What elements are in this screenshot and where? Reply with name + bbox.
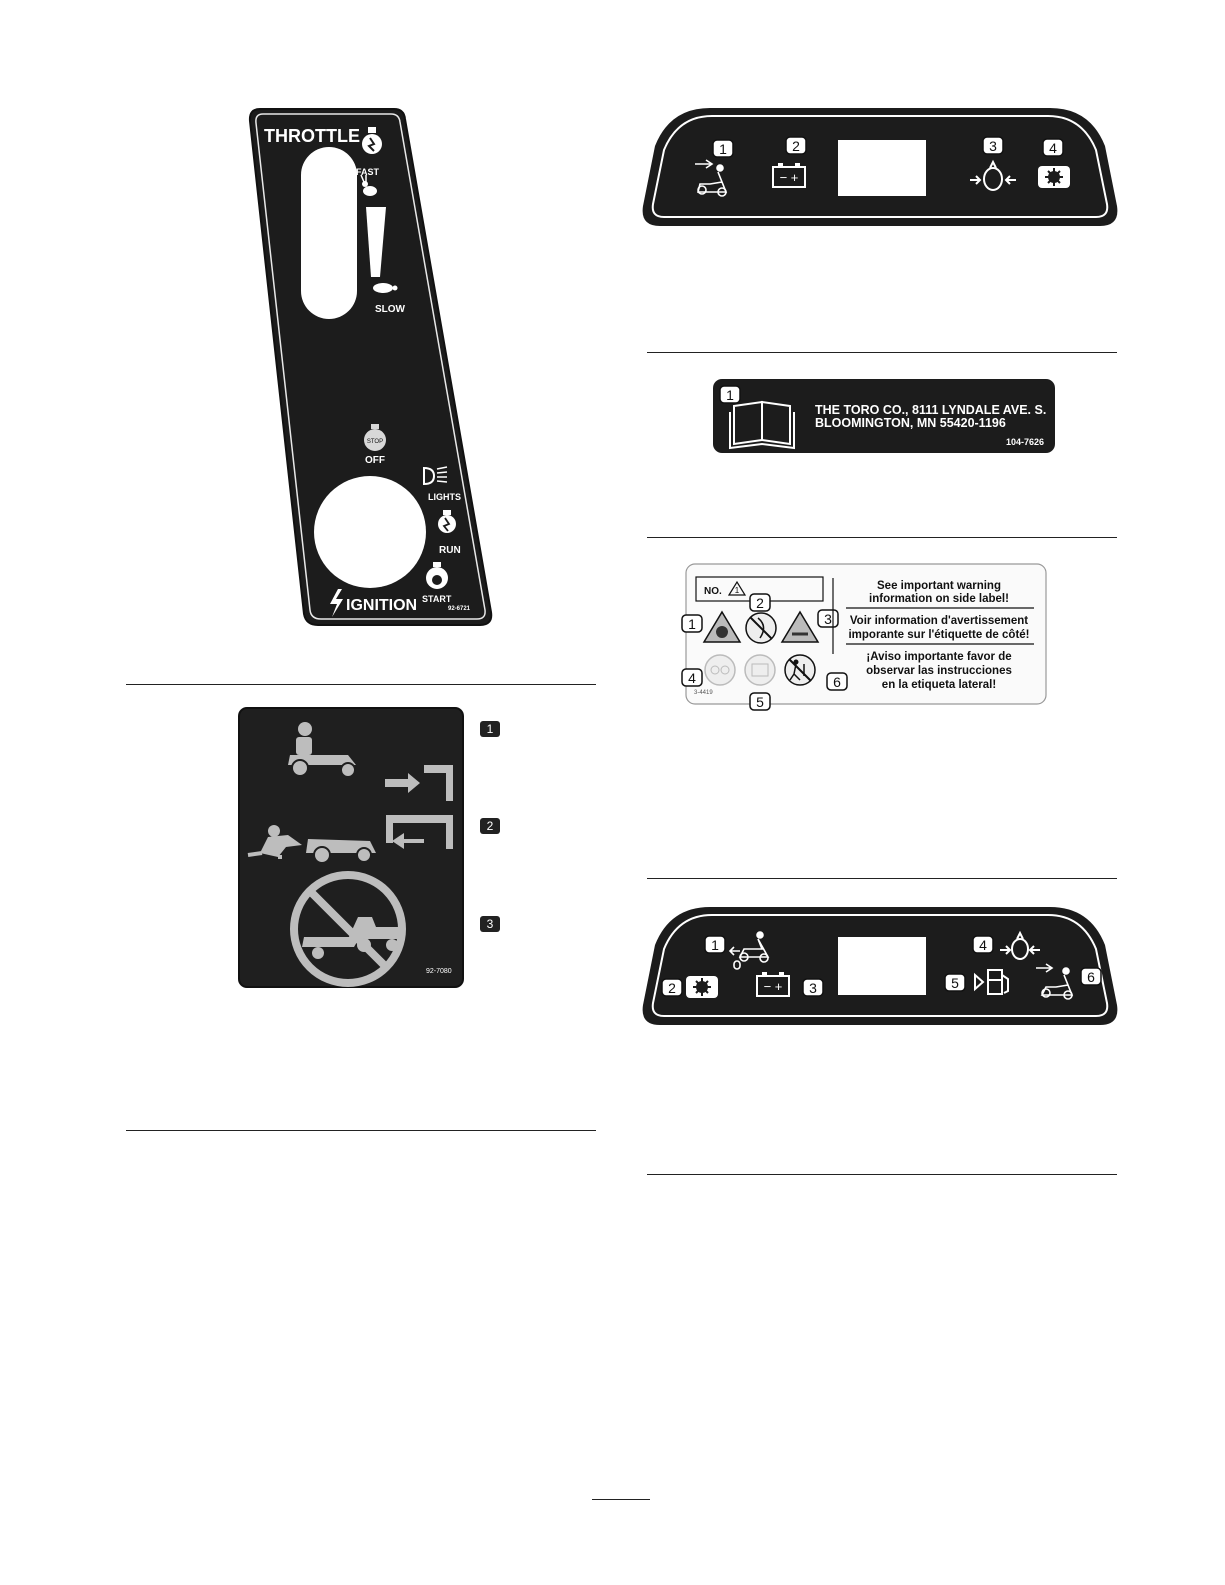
warning-en-1: See important warning <box>877 580 1001 592</box>
fast-label: FAST <box>356 167 380 177</box>
ignition-label: IGNITION <box>346 597 417 614</box>
svg-text:1: 1 <box>735 586 740 595</box>
svg-text:6: 6 <box>1087 969 1095 985</box>
warning-fr-2: imporante sur l'étiquette de côté! <box>848 629 1029 641</box>
battery-icon: − + <box>772 163 806 188</box>
stop-icon: STOP <box>364 424 386 451</box>
hour-meter-window <box>838 140 926 196</box>
rule-left-1 <box>126 684 596 685</box>
speed-wedge-icon <box>366 207 386 277</box>
svg-text:1: 1 <box>711 937 719 953</box>
callout-3: 3 <box>480 916 500 932</box>
pto-icon <box>686 976 718 998</box>
keep-children-away-icon <box>784 654 816 686</box>
warning-decal: NO. 1 2 1 3 4 5 6 3-4419 See impo <box>681 563 1047 711</box>
svg-text:5: 5 <box>951 975 959 991</box>
warning-en-2: information on side label! <box>869 593 1009 605</box>
explosion-warning-icon <box>702 610 742 643</box>
svg-text:1: 1 <box>688 616 696 632</box>
no-towing-icon <box>290 871 406 987</box>
instrument-panel-decal-b: 1 2 3 4 5 6 − + <box>642 907 1118 1025</box>
rule-right-3 <box>647 878 1117 879</box>
read-manual-icon <box>744 654 776 686</box>
headlight-icon <box>423 466 448 486</box>
svg-text:2: 2 <box>792 138 800 154</box>
warning-part-no: 3-4419 <box>694 690 713 696</box>
svg-text:3: 3 <box>824 611 832 627</box>
toro-part-no: 104-7626 <box>1006 437 1044 447</box>
throttle-ignition-decal: THROTTLE FAST SLOW STOP OFF LIGHTS RUN <box>248 108 493 626</box>
hour-meter-window <box>838 937 926 995</box>
callout-1: 1 <box>480 721 500 737</box>
toro-address-decal: 1 THE TORO CO., 8111 LYNDALE AVE. S. BLO… <box>713 379 1055 453</box>
transport-part-no: 92-7080 <box>426 968 452 975</box>
svg-text:4: 4 <box>1049 140 1057 156</box>
rule-right-2 <box>647 537 1117 538</box>
fuel-icon <box>974 969 1009 995</box>
warning-es-2: observar las instrucciones <box>866 665 1012 677</box>
svg-text:3: 3 <box>809 980 817 996</box>
warning-es-3: en la etiqueta lateral! <box>882 679 996 691</box>
ignition-keyhole <box>314 476 426 588</box>
svg-text:4: 4 <box>979 937 987 953</box>
svg-text:6: 6 <box>833 674 841 690</box>
battery-icon: − + <box>756 972 790 997</box>
page-number-line <box>592 1499 650 1500</box>
throttle-slot <box>301 147 357 319</box>
rabbit-icon <box>360 174 377 196</box>
engine-icon <box>362 127 382 154</box>
throttle-title: THROTTLE <box>264 126 360 146</box>
arrow-right-icon <box>385 773 420 793</box>
transport-decal: 92-7080 <box>238 707 464 988</box>
rule-left-2 <box>126 1130 596 1131</box>
start-engine-icon <box>426 562 448 589</box>
no-fire-icon <box>745 612 777 644</box>
svg-text:1: 1 <box>726 387 734 403</box>
off-label: OFF <box>365 455 385 466</box>
pto-icon <box>1038 166 1070 188</box>
svg-text:5: 5 <box>756 694 764 710</box>
svg-text:2: 2 <box>756 595 764 611</box>
svg-text:1: 1 <box>719 141 727 157</box>
throttle-part-no: 92-6721 <box>448 606 471 612</box>
gate-icon <box>424 765 453 801</box>
arrow-left-icon <box>392 833 424 849</box>
warning-fr-1: Voir information d'avertissement <box>850 615 1028 627</box>
svg-text:− +: − + <box>764 979 783 994</box>
svg-text:− +: − + <box>780 170 799 185</box>
lightning-icon <box>330 589 343 617</box>
svg-text:4: 4 <box>688 670 696 686</box>
rule-right-1 <box>647 352 1117 353</box>
safety-glasses-icon <box>704 654 736 686</box>
operator-seat-icon <box>1036 963 1074 1000</box>
reverse-mower-icon <box>728 931 770 970</box>
lights-label: LIGHTS <box>428 492 461 502</box>
start-label: START <box>422 594 452 604</box>
no-label: NO. <box>704 586 722 597</box>
push-mower-icon <box>247 825 376 864</box>
svg-text:STOP: STOP <box>367 439 383 445</box>
callout-2: 2 <box>480 818 500 834</box>
run-label: RUN <box>439 545 461 556</box>
riding-mower-icon <box>288 722 356 778</box>
slow-label: SLOW <box>375 304 406 315</box>
run-engine-icon <box>438 510 456 533</box>
oil-pressure-icon <box>1000 930 1040 960</box>
oil-pressure-icon <box>970 159 1016 191</box>
corrosive-warning-icon <box>780 610 820 643</box>
instrument-panel-decal-a: 1 2 3 4 − + <box>642 108 1118 226</box>
toro-address-line2: BLOOMINGTON, MN 55420-1196 <box>815 416 1006 430</box>
warning-es-1: ¡Aviso importante favor de <box>866 651 1011 663</box>
rule-right-4 <box>647 1174 1117 1175</box>
operator-manual-icon <box>729 400 795 450</box>
svg-text:3: 3 <box>989 138 997 154</box>
svg-text:2: 2 <box>668 980 676 996</box>
toro-address-line1: THE TORO CO., 8111 LYNDALE AVE. S. <box>815 403 1046 417</box>
turtle-icon <box>373 283 398 293</box>
gate-icon-2 <box>386 815 453 849</box>
operator-seat-icon <box>695 159 728 197</box>
